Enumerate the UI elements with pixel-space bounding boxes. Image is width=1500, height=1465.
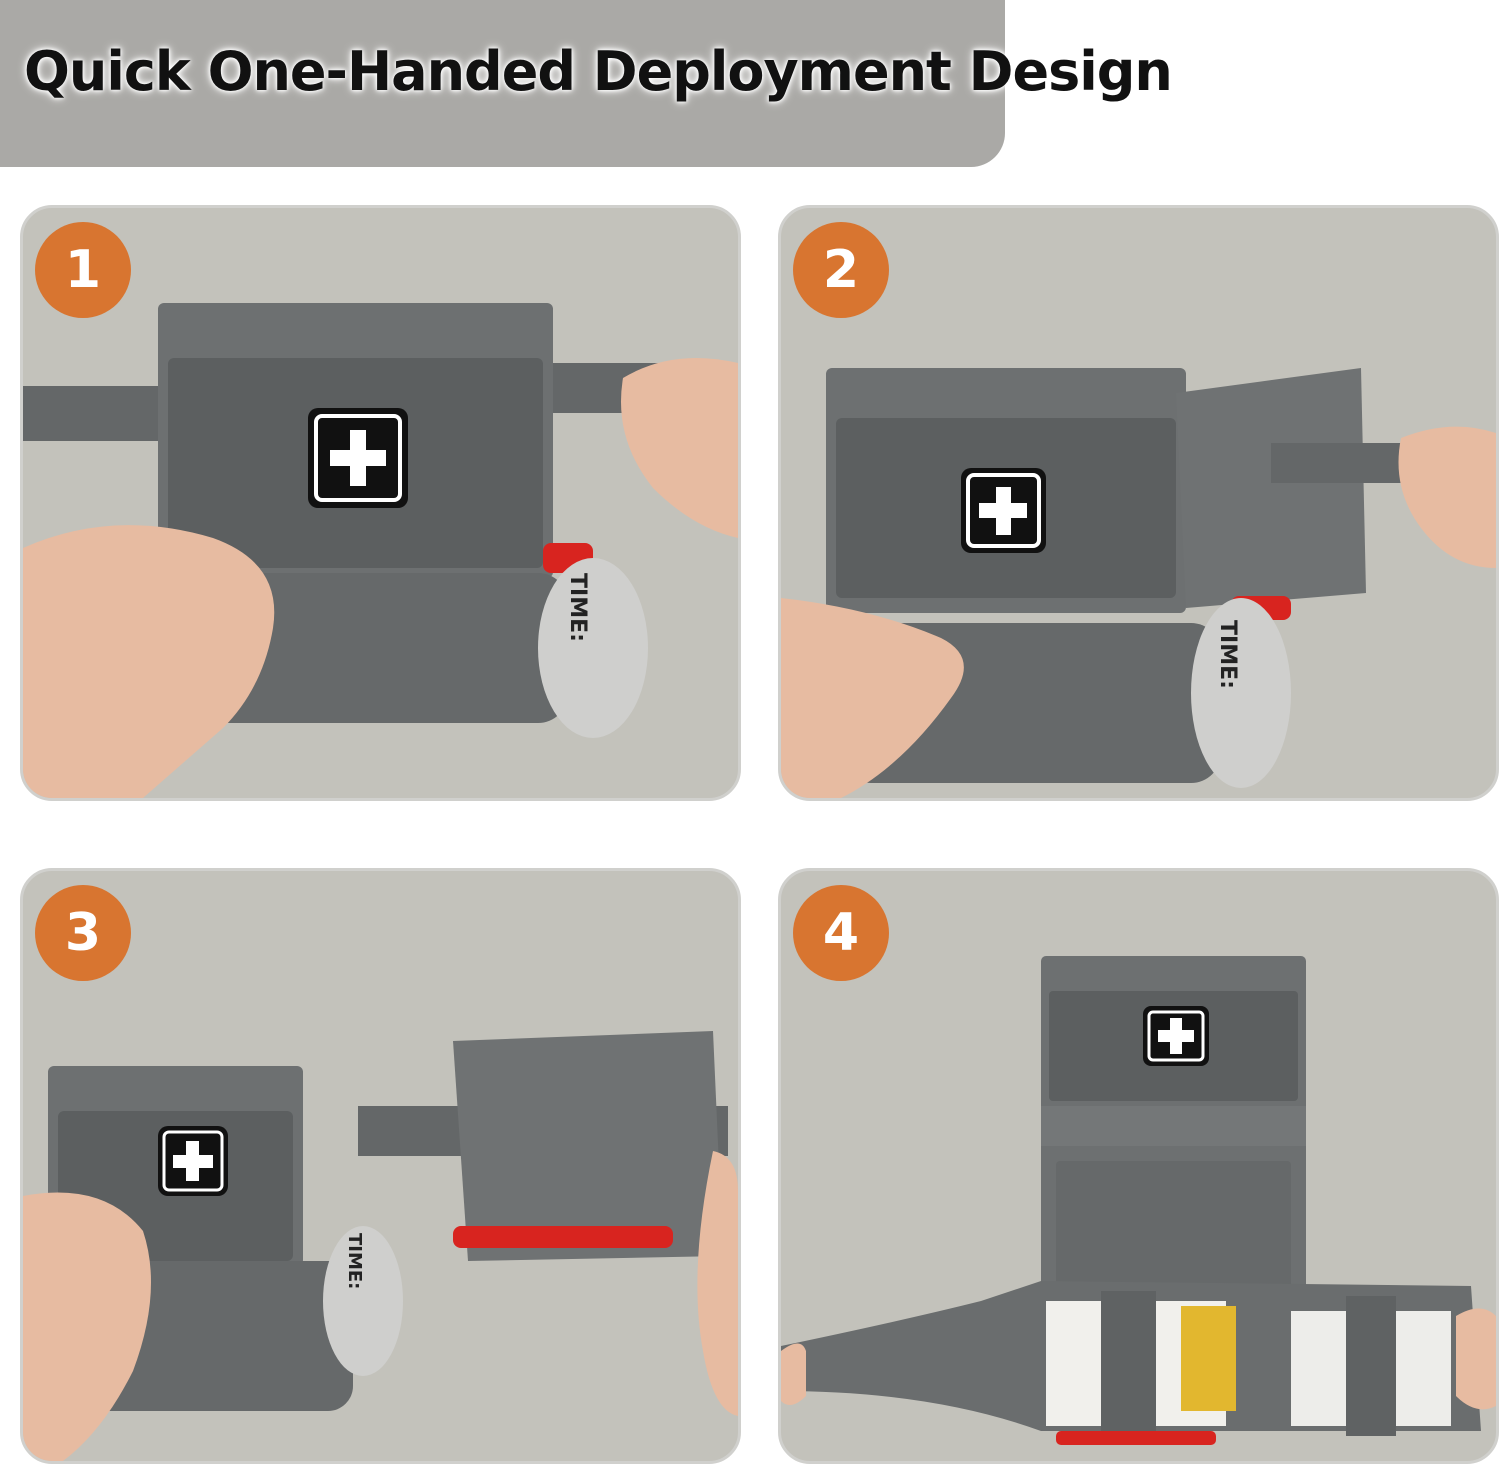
- step-3-tag-text: TIME:: [344, 1233, 365, 1289]
- step-2-panel: TIME: 2: [778, 205, 1499, 801]
- step-2-tag-text: TIME:: [1215, 620, 1240, 689]
- step-3-number: 3: [64, 903, 102, 963]
- step-2-number: 2: [822, 240, 860, 300]
- step-1-panel: TIME: 1: [20, 205, 741, 801]
- step-1-badge: 1: [35, 222, 131, 318]
- step-2-photo: TIME:: [781, 368, 1496, 798]
- step-3-photo: TIME:: [23, 1031, 738, 1461]
- step-3-badge: 3: [35, 885, 131, 981]
- step-3-panel: TIME: 3: [20, 868, 741, 1464]
- step-1-tag-text: TIME:: [565, 573, 590, 642]
- step-4-badge: 4: [793, 885, 889, 981]
- step-1-photo: TIME:: [23, 303, 738, 798]
- step-1-number: 1: [64, 240, 102, 300]
- step-4-panel: 4: [778, 868, 1499, 1464]
- title-banner: Quick One-Handed Deployment Design: [0, 0, 1173, 167]
- step-2-badge: 2: [793, 222, 889, 318]
- step-4-photo: [781, 956, 1496, 1445]
- step-4-number: 4: [822, 903, 860, 963]
- page-title: Quick One-Handed Deployment Design: [24, 40, 1173, 103]
